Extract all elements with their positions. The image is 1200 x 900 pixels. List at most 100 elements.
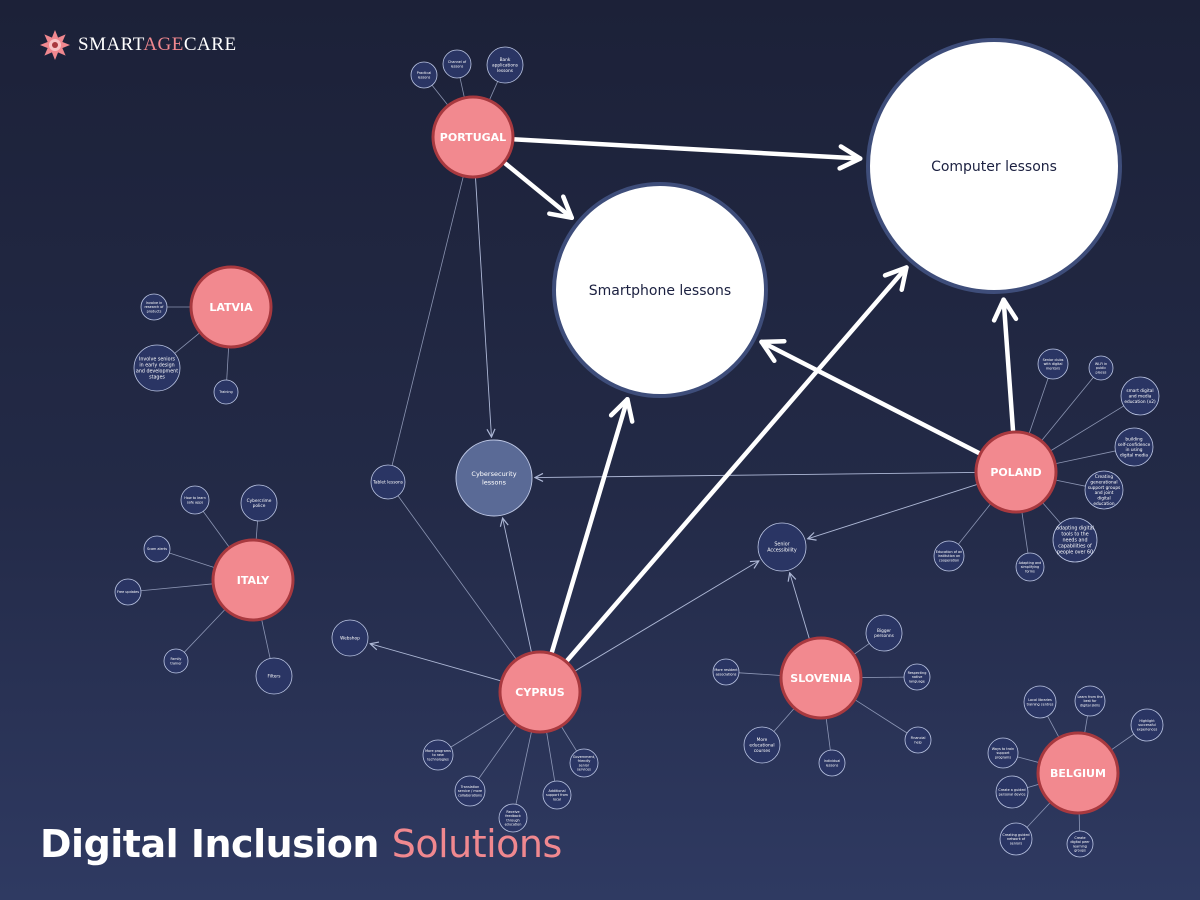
node-circle-webshop <box>331 619 369 657</box>
link-italy-it1 <box>202 511 230 548</box>
link-poland-pl8 <box>958 503 992 545</box>
link-portugal-tablet <box>391 175 464 466</box>
arrow-poland-cyber <box>535 472 977 477</box>
link-poland-pl3 <box>1049 405 1125 452</box>
node-circle-sl3 <box>904 726 932 754</box>
node-circle-be5 <box>995 775 1029 809</box>
link-belgium-be1 <box>1047 715 1060 738</box>
node-label-webshop: Webshop <box>340 636 360 642</box>
node-circle-it2 <box>240 484 278 522</box>
title-strong: Digital Inclusion <box>40 822 379 866</box>
node-label-tablet: Tablet lessons <box>372 480 404 486</box>
arrows-layer <box>370 137 1019 682</box>
node-latvia: LATVIA <box>189 265 273 349</box>
node-circle-sl1 <box>865 614 903 652</box>
link-slovenia-sl4 <box>825 717 831 751</box>
node-label-poland: POLAND <box>990 466 1041 479</box>
link-belgium-be4 <box>1017 756 1040 764</box>
link-portugal-pt3 <box>488 81 499 101</box>
link-poland-pl1 <box>1028 378 1049 435</box>
node-circle-sl4 <box>818 749 846 777</box>
link-poland-pl2 <box>1041 377 1094 442</box>
node-portugal: PORTUGAL <box>431 95 515 179</box>
node-smartphone: Smartphone lessons <box>552 182 768 398</box>
arrow-cyprus-cyber <box>503 518 533 653</box>
node-circle-be1 <box>1023 685 1057 719</box>
node-circle-cy4 <box>542 780 572 810</box>
link-cyprus-cy3 <box>515 731 533 805</box>
node-circle-pl5 <box>1084 470 1124 510</box>
link-italy-it5 <box>183 608 226 653</box>
arrow-cyprus-smartphone <box>549 396 635 655</box>
node-circle-pl3 <box>1120 376 1160 416</box>
node-circle-tablet <box>370 464 406 500</box>
arrow-poland-smartphone <box>759 338 981 456</box>
node-lv3: Training <box>213 379 239 405</box>
link-belgium-be3 <box>1110 733 1135 751</box>
link-poland-pl6 <box>1041 501 1061 524</box>
node-label-lv3: Training <box>218 390 232 394</box>
node-circle-pt2 <box>442 49 472 79</box>
node-circle-senior <box>757 522 807 572</box>
node-it6: Filters <box>255 657 293 695</box>
node-tablet: Tablet lessons <box>370 464 406 500</box>
node-italy: ITALY <box>211 538 295 622</box>
node-circle-be7 <box>1066 830 1094 858</box>
link-portugal-pt1 <box>431 84 449 106</box>
node-it4: Free updates <box>114 578 142 606</box>
node-circle-it5 <box>163 648 189 674</box>
node-circle-be4 <box>987 737 1019 769</box>
link-portugal-pt2 <box>459 77 465 99</box>
node-label-computer: Computer lessons <box>931 159 1057 175</box>
arrow-portugal-computer <box>512 137 863 171</box>
node-circle-cyprus <box>498 650 582 734</box>
node-circle-it3 <box>143 535 171 563</box>
node-circle-lv3 <box>213 379 239 405</box>
arrow-cyprus-webshop <box>370 644 502 682</box>
page-title: Digital Inclusion Solutions <box>40 822 562 866</box>
arrow-cyprus-senior <box>574 561 759 672</box>
link-slovenia-sl5 <box>773 707 795 732</box>
node-circle-cy3 <box>498 803 528 833</box>
node-circle-it4 <box>114 578 142 606</box>
link-belgium-be2 <box>1084 715 1088 734</box>
node-circle-computer <box>866 38 1122 294</box>
node-label-belgium: BELGIUM <box>1050 767 1106 780</box>
links-layer <box>140 77 1135 832</box>
